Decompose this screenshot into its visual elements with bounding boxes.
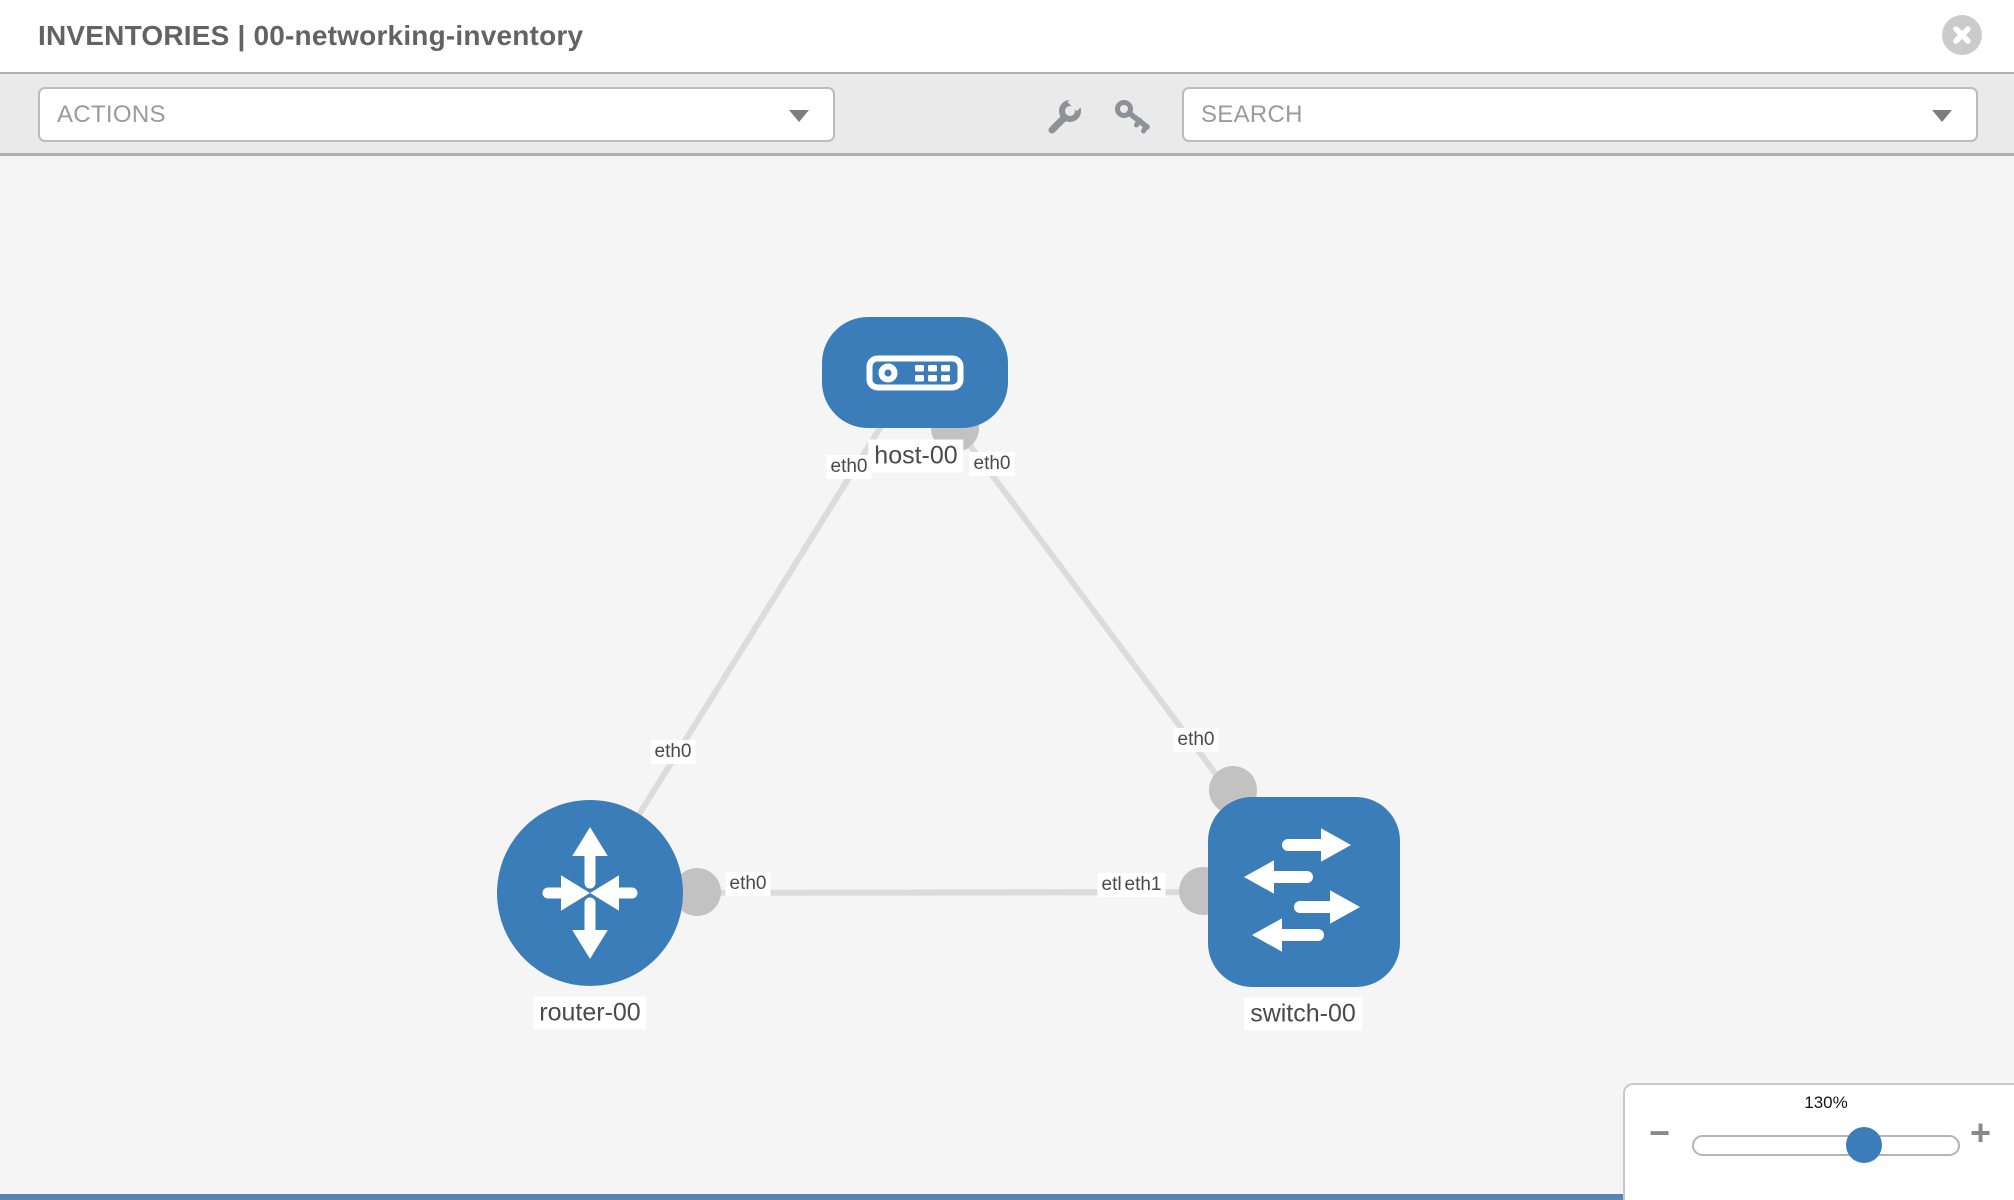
zoom-out-button[interactable]: − <box>1649 1112 1671 1153</box>
interface-label: eth0 <box>826 455 872 479</box>
zoom-slider-handle[interactable] <box>1846 1127 1882 1163</box>
interface-label: eth0 <box>1173 728 1219 752</box>
node-switch-00[interactable] <box>1208 797 1400 987</box>
zoom-panel: 130% − + <box>1623 1083 2014 1200</box>
close-icon <box>1953 26 1971 44</box>
wrench-icon[interactable] <box>1046 98 1084 136</box>
chevron-down-icon <box>1932 110 1952 122</box>
interface-label: eth0 <box>969 452 1015 476</box>
header: INVENTORIES | 00-networking-inventory <box>0 0 2014 72</box>
actions-dropdown-label: ACTIONS <box>57 100 166 128</box>
node-label-router: router-00 <box>533 996 647 1030</box>
page-title: INVENTORIES | 00-networking-inventory <box>38 20 584 51</box>
node-router-00[interactable] <box>497 800 683 986</box>
interface-label: eth0 <box>650 740 696 764</box>
zoom-in-button[interactable]: + <box>1970 1112 1992 1153</box>
node-label-switch: switch-00 <box>1244 997 1362 1031</box>
node-label-host: host-00 <box>868 439 964 473</box>
links-layer <box>587 370 1307 916</box>
switch-icon <box>1243 828 1361 952</box>
zoom-slider-track[interactable] <box>1692 1135 1960 1156</box>
interface-connector-router[interactable] <box>673 868 721 916</box>
key-icon[interactable] <box>1114 98 1154 134</box>
close-button[interactable] <box>1942 15 1982 55</box>
chevron-down-icon <box>789 110 809 122</box>
interface-label: eth0 <box>725 872 771 896</box>
search-dropdown-label: SEARCH <box>1201 100 1303 128</box>
interface-label: eth1 <box>1120 873 1166 897</box>
router-icon <box>542 827 638 959</box>
host-icon <box>866 355 964 390</box>
search-dropdown[interactable]: SEARCH <box>1182 87 1978 142</box>
node-host-00[interactable] <box>822 317 1008 428</box>
bottom-accent-strip <box>0 1194 1623 1200</box>
toolbar: ACTIONS SEARCH <box>0 72 2014 156</box>
zoom-level: 130% <box>1804 1093 1848 1112</box>
topology-canvas[interactable]: host-00 router-00 switch-00 eth0 eth0 et… <box>0 156 2014 1200</box>
actions-dropdown[interactable]: ACTIONS <box>38 87 835 142</box>
